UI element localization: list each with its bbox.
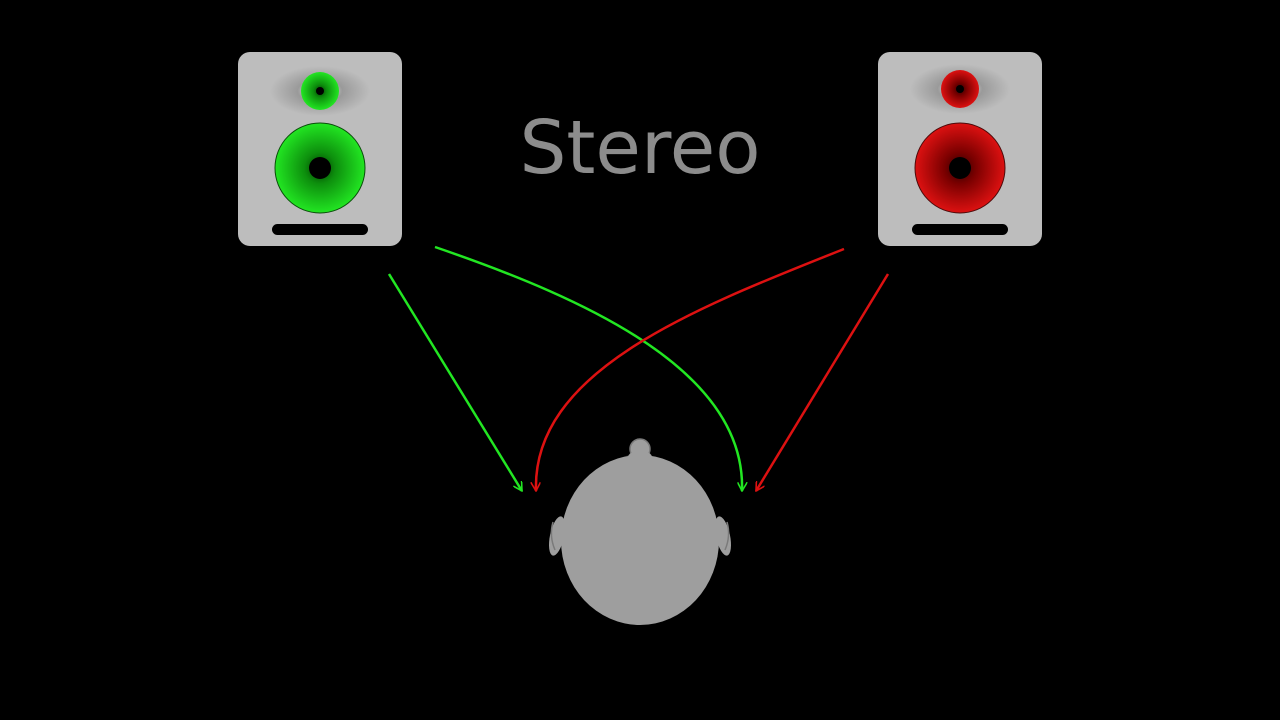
path-right-speaker-to-right-ear [754,273,890,491]
left-tweeter-center [316,87,324,95]
left-speaker-port [272,224,368,235]
listener-head [548,438,732,625]
path-right-speaker-to-left-ear [536,247,845,491]
left-woofer-center [309,157,331,179]
path-left-speaker-to-right-ear [434,245,742,491]
nose-cover [628,451,652,463]
right-speaker-port [912,224,1008,235]
right-tweeter-center [956,85,964,93]
diagram-title: Stereo [519,105,760,191]
head-icon [561,455,719,625]
left-ear-detail [550,521,556,551]
left-speaker [238,52,402,246]
right-woofer-center [949,157,971,179]
path-left-speaker-to-left-ear [387,273,524,491]
right-ear-detail [724,521,730,551]
right-speaker [878,52,1042,246]
